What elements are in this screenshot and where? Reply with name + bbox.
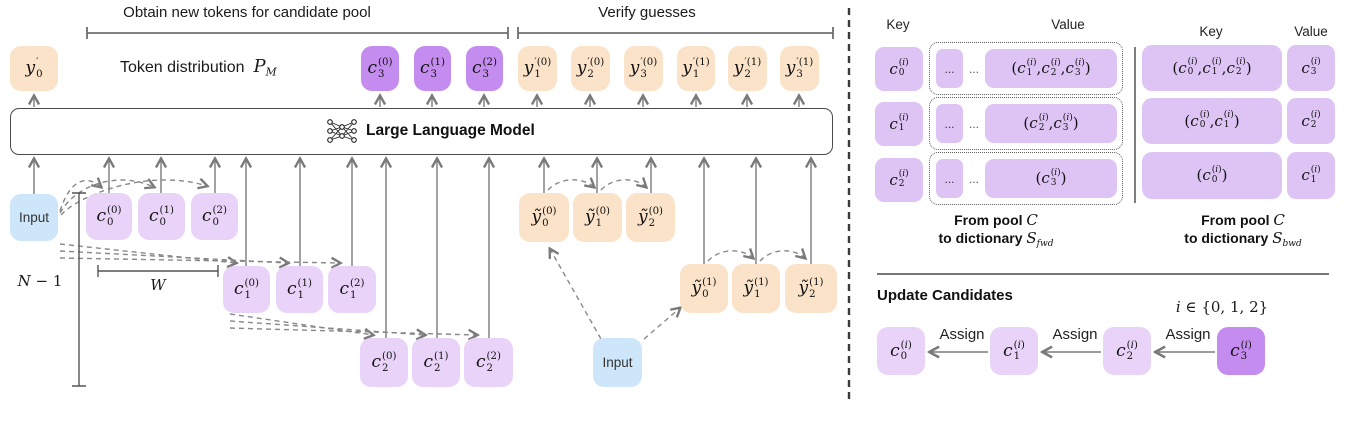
fwd-value-row-2: ... ... (c(i)3)	[929, 152, 1123, 205]
token-c2-0: c(0)2	[360, 338, 408, 387]
fwd-caption-text1: From pool	[954, 212, 1023, 228]
fwd-key-header: Key	[886, 17, 910, 32]
llm-label-text: Large Language Model	[366, 122, 535, 139]
update-token-c2: c(i)2	[1103, 327, 1151, 375]
fwd-caption-line1: From pool C	[921, 212, 1071, 230]
token-c3-0: c(0)3	[361, 46, 399, 91]
token-ytilde0-0: ỹ(0)0	[519, 193, 569, 242]
bwd-caption-text1: From pool	[1201, 212, 1270, 228]
guess-token-y2-1: y′(1)2	[728, 46, 767, 91]
token-y0-prime: y′0	[10, 46, 58, 91]
fwd-ellipsis-box-1: ...	[936, 104, 963, 143]
fwd-caption-math2: Sfwd	[1026, 228, 1054, 249]
bwd-value-0: c(i)3	[1287, 45, 1335, 91]
fwd-value-header: Value	[1051, 17, 1085, 32]
token-c1-2: c(2)1	[328, 266, 376, 313]
measure-n-label: N − 1	[17, 272, 63, 290]
update-token-c3: c(i)3	[1217, 327, 1265, 375]
bwd-key-0: (c(i)0, c(i)1, c(i)2)	[1142, 45, 1282, 91]
fwd-key-1: c(i)1	[875, 102, 923, 146]
llm-output-arrows	[34, 96, 799, 107]
fwd-value-row-1: ... ... (c(i)2, c(i)3)	[929, 97, 1123, 150]
assign-label-0: Assign	[939, 326, 985, 343]
bwd-caption-math1: C	[1273, 211, 1285, 229]
guess-token-y2-0: y′(0)2	[571, 46, 610, 91]
neural-network-icon	[327, 118, 357, 143]
update-token-c1: c(i)1	[990, 327, 1038, 375]
bwd-caption-math2: Sbwd	[1272, 228, 1302, 249]
bwd-caption: From pool C to dictionary Sbwd	[1168, 212, 1318, 248]
fwd-value-row-0: ... ... (c(i)1, c(i)2, c(i)3)	[929, 42, 1123, 95]
fwd-key-2: c(i)2	[875, 158, 923, 202]
llm-box	[10, 108, 833, 155]
fwd-ellipsis-0: ...	[968, 61, 979, 76]
fwd-value-1: (c(i)2, c(i)3)	[985, 104, 1117, 143]
guess-token-y1-1: y′(1)1	[677, 46, 715, 91]
measure-n	[72, 192, 86, 387]
measure-w-label: W	[150, 276, 166, 294]
input-box-left: Input	[10, 194, 58, 241]
section-label-obtain: Obtain new tokens for candidate pool	[123, 4, 371, 21]
bwd-key-2: (c(i)0)	[1142, 152, 1282, 199]
token-ytilde0-1: ỹ(1)0	[680, 264, 728, 313]
token-ytilde1-0: ỹ(0)1	[573, 193, 622, 242]
input-label: Input	[18, 210, 50, 225]
token-ytilde1-1: ỹ(1)1	[732, 264, 780, 313]
fwd-ellipsis-1: ...	[968, 116, 979, 131]
bwd-key-header: Key	[1199, 24, 1223, 39]
token-c2-2: c(2)2	[464, 338, 513, 387]
section-label-verify: Verify guesses	[598, 4, 696, 21]
bwd-key-1: (c(i)0, c(i)1)	[1142, 98, 1282, 144]
assign-label-2: Assign	[1165, 326, 1211, 343]
fwd-ellipsis-box-0: ...	[936, 49, 963, 88]
guess-token-y3-1: y′(1)3	[780, 46, 819, 91]
guess-token-y3-0: y′(0)3	[624, 46, 663, 91]
token-c0-1: c(1)0	[138, 193, 185, 240]
assign-label-1: Assign	[1052, 326, 1098, 343]
bwd-value-2: c(i)1	[1287, 152, 1335, 199]
guess-token-y1-0: y′(0)1	[518, 46, 557, 91]
token-distribution-math: PM	[253, 55, 277, 79]
fwd-caption-text2: to dictionary	[938, 229, 1023, 246]
bwd-value-1: c(i)2	[1287, 98, 1335, 144]
fwd-ellipsis-2: ...	[968, 171, 979, 186]
fwd-caption: From pool C to dictionary Sfwd	[921, 212, 1071, 248]
bracket-verify	[517, 27, 834, 39]
fwd-caption-line2: to dictionary Sfwd	[921, 230, 1071, 249]
fwd-key-0: c(i)0	[875, 47, 923, 91]
bracket-obtain	[86, 27, 509, 39]
token-ytilde2-0: ỹ(0)2	[626, 193, 675, 242]
llm-label: Large Language Model	[326, 114, 535, 148]
fwd-ellipsis-box-2: ...	[936, 159, 963, 198]
token-c0-0: c(0)0	[86, 193, 132, 240]
token-c3-1: c(1)3	[414, 46, 451, 91]
input-label-2: Input	[602, 355, 633, 370]
bwd-caption-line1: From pool C	[1168, 212, 1318, 230]
token-c3-2: c(2)3	[466, 46, 503, 91]
token-distribution-label: Token distribution PM	[120, 55, 277, 81]
update-token-c0: c(i)0	[877, 327, 925, 375]
token-ytilde2-1: ỹ(1)2	[785, 264, 837, 313]
bwd-caption-text2: to dictionary	[1184, 229, 1269, 246]
token-c1-0: c(0)1	[223, 266, 270, 313]
token-c1-1: c(1)1	[276, 266, 323, 313]
token-c2-1: c(1)2	[412, 338, 460, 387]
bwd-caption-line2: to dictionary Sbwd	[1168, 230, 1318, 249]
index-range-label: i ∈ {0, 1, 2}	[1175, 298, 1269, 316]
token-c0-2: c(2)0	[191, 193, 238, 240]
fwd-value-0: (c(i)1, c(i)2, c(i)3)	[985, 49, 1117, 88]
bwd-value-header: Value	[1294, 24, 1328, 39]
update-candidates-title: Update Candidates	[877, 287, 1013, 304]
token-distribution-text: Token distribution	[120, 59, 245, 76]
fwd-value-2: (c(i)3)	[985, 159, 1117, 198]
input-box-center: Input	[593, 338, 642, 387]
fwd-caption-math1: C	[1026, 211, 1038, 229]
